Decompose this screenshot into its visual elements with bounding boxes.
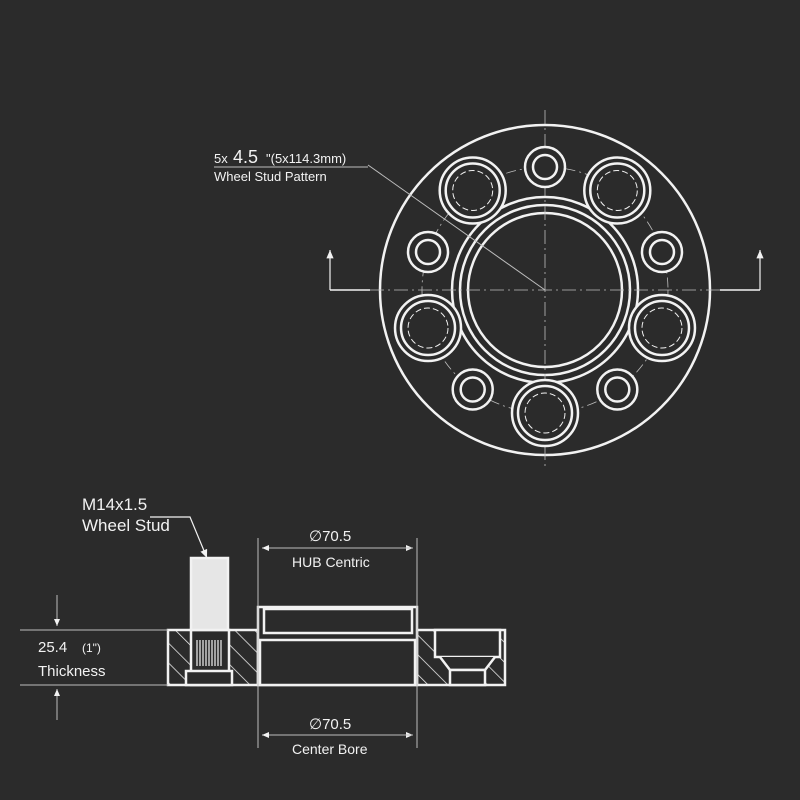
lug-hole-inner: [459, 376, 486, 403]
stud-hole-outer: [510, 378, 580, 448]
hub-diameter: ∅70.5: [309, 528, 351, 545]
bore-label: Center Bore: [292, 741, 368, 757]
stud-hole-ring: [444, 162, 501, 219]
lug-hole-outer: [640, 230, 684, 274]
lug-hole-inner: [414, 238, 442, 266]
stud-hole-inner: [524, 392, 566, 434]
stud-shank: [189, 556, 230, 632]
bore-body: [258, 638, 417, 687]
stud-hole-ring: [399, 299, 457, 357]
stud-hole-inner: [596, 169, 638, 211]
lug-hole-inner: [531, 153, 559, 181]
stud-label: Wheel Stud: [82, 516, 170, 535]
thickness-label: Thickness: [38, 663, 106, 680]
top-view: [326, 110, 764, 470]
hub-lip: [262, 607, 414, 635]
stud-hole-inner: [407, 307, 449, 349]
pattern-leader: [367, 164, 546, 291]
stud-hole-ring: [589, 162, 646, 219]
stud-hole-outer: [393, 293, 463, 363]
stud-hole-inner: [641, 307, 683, 349]
lug-hole-outer: [596, 368, 639, 411]
thickness-value: 25.4: [38, 639, 67, 656]
stud-hole-outer: [627, 293, 697, 363]
side-view: [166, 556, 507, 687]
nut-pocket: [433, 628, 502, 659]
stud-hole-outer: [438, 156, 507, 225]
stud-head: [184, 669, 234, 687]
lug-hole-inner: [648, 238, 676, 266]
stud-hole-ring: [516, 384, 574, 442]
pattern-mm: "(5x114.3mm): [266, 151, 346, 166]
lug-hole-inner: [604, 376, 631, 403]
nut-bore: [448, 668, 487, 687]
stud-hole-ring: [633, 299, 691, 357]
pattern-inch: 4.5: [233, 147, 258, 167]
nut-seat: [439, 656, 496, 672]
thickness-inch: (1"): [82, 641, 101, 655]
lug-hole-outer: [406, 230, 450, 274]
stud-hole-inner: [452, 169, 494, 211]
dimensions: [20, 516, 418, 748]
hub-label: HUB Centric: [292, 554, 370, 570]
stud-size: M14x1.5: [82, 495, 147, 514]
lug-hole-outer: [523, 145, 567, 189]
lug-hole-outer: [451, 368, 494, 411]
pattern-prefix: 5x: [214, 151, 228, 166]
bore-diameter: ∅70.5: [309, 716, 351, 733]
stud-hole-outer: [583, 156, 652, 225]
pattern-label: Wheel Stud Pattern: [214, 169, 327, 184]
